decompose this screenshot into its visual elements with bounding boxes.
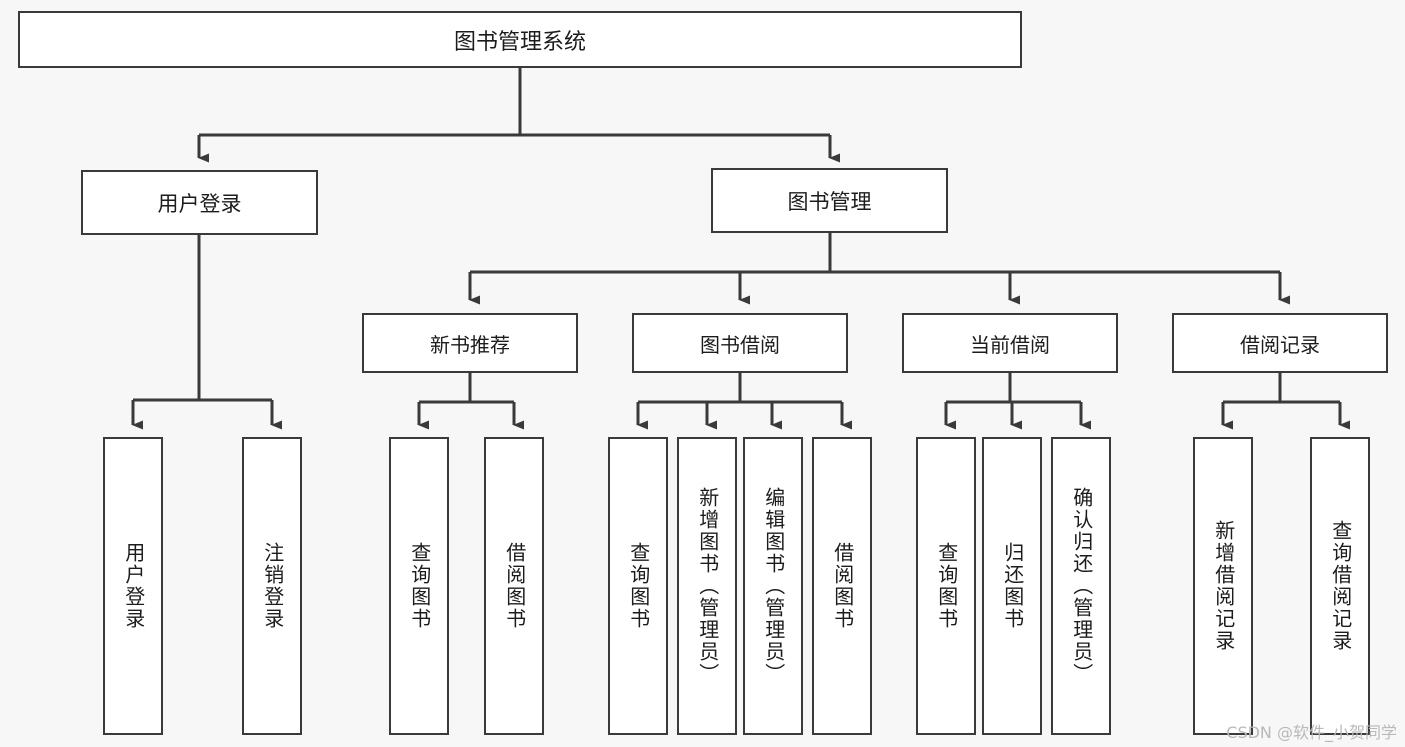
- node-root-label: 图书管理系统: [453, 29, 586, 55]
- node-leaf-confirm-return-label: 确认归还（管理员）: [1069, 487, 1094, 685]
- node-leaf-add-record-label: 新增借阅记录: [1211, 520, 1236, 652]
- node-new-book-recommend-label: 新书推荐: [430, 332, 510, 357]
- node-root[interactable]: 图书管理系统: [18, 11, 1022, 68]
- node-leaf-add-book-label: 新增图书（管理员）: [695, 487, 720, 685]
- node-leaf-query-record-label: 查询借阅记录: [1328, 520, 1353, 652]
- node-leaf-user-login-label: 用户登录: [121, 542, 146, 630]
- node-leaf-edit-book-label: 编辑图书（管理员）: [761, 487, 786, 685]
- node-leaf-borrow-book-1-label: 借阅图书: [502, 542, 527, 630]
- node-current-borrow[interactable]: 当前借阅: [902, 313, 1118, 373]
- node-leaf-user-login[interactable]: 用户登录: [103, 437, 163, 735]
- node-leaf-logout-label: 注销登录: [260, 542, 285, 630]
- watermark-text: CSDN @软件_小贺同学: [1226, 723, 1397, 742]
- node-book-borrow-label: 图书借阅: [700, 332, 780, 357]
- node-leaf-confirm-return[interactable]: 确认归还（管理员）: [1051, 437, 1111, 735]
- node-leaf-borrow-book-1[interactable]: 借阅图书: [484, 437, 544, 735]
- node-borrow-record[interactable]: 借阅记录: [1172, 313, 1388, 373]
- node-book-management[interactable]: 图书管理: [711, 168, 948, 233]
- node-leaf-query-book-3-label: 查询图书: [934, 542, 959, 630]
- node-leaf-return-book[interactable]: 归还图书: [982, 437, 1042, 735]
- node-leaf-borrow-book-2-label: 借阅图书: [830, 542, 855, 630]
- node-current-borrow-label: 当前借阅: [970, 332, 1050, 357]
- node-leaf-logout[interactable]: 注销登录: [242, 437, 302, 735]
- node-user-login[interactable]: 用户登录: [81, 170, 318, 235]
- node-new-book-recommend[interactable]: 新书推荐: [362, 313, 578, 373]
- node-book-management-label: 图书管理: [787, 189, 872, 214]
- node-borrow-record-label: 借阅记录: [1240, 332, 1320, 357]
- node-user-login-label: 用户登录: [157, 191, 242, 216]
- node-leaf-query-book-2[interactable]: 查询图书: [608, 437, 668, 735]
- node-leaf-edit-book[interactable]: 编辑图书（管理员）: [743, 437, 803, 735]
- node-leaf-return-book-label: 归还图书: [1000, 542, 1025, 630]
- node-leaf-query-book-1-label: 查询图书: [407, 542, 432, 630]
- node-leaf-add-book[interactable]: 新增图书（管理员）: [677, 437, 737, 735]
- node-leaf-query-book-3[interactable]: 查询图书: [916, 437, 976, 735]
- node-leaf-add-record[interactable]: 新增借阅记录: [1193, 437, 1253, 735]
- node-leaf-borrow-book-2[interactable]: 借阅图书: [812, 437, 872, 735]
- node-leaf-query-book-2-label: 查询图书: [626, 542, 651, 630]
- node-book-borrow[interactable]: 图书借阅: [632, 313, 848, 373]
- node-leaf-query-record[interactable]: 查询借阅记录: [1310, 437, 1370, 735]
- node-leaf-query-book-1[interactable]: 查询图书: [389, 437, 449, 735]
